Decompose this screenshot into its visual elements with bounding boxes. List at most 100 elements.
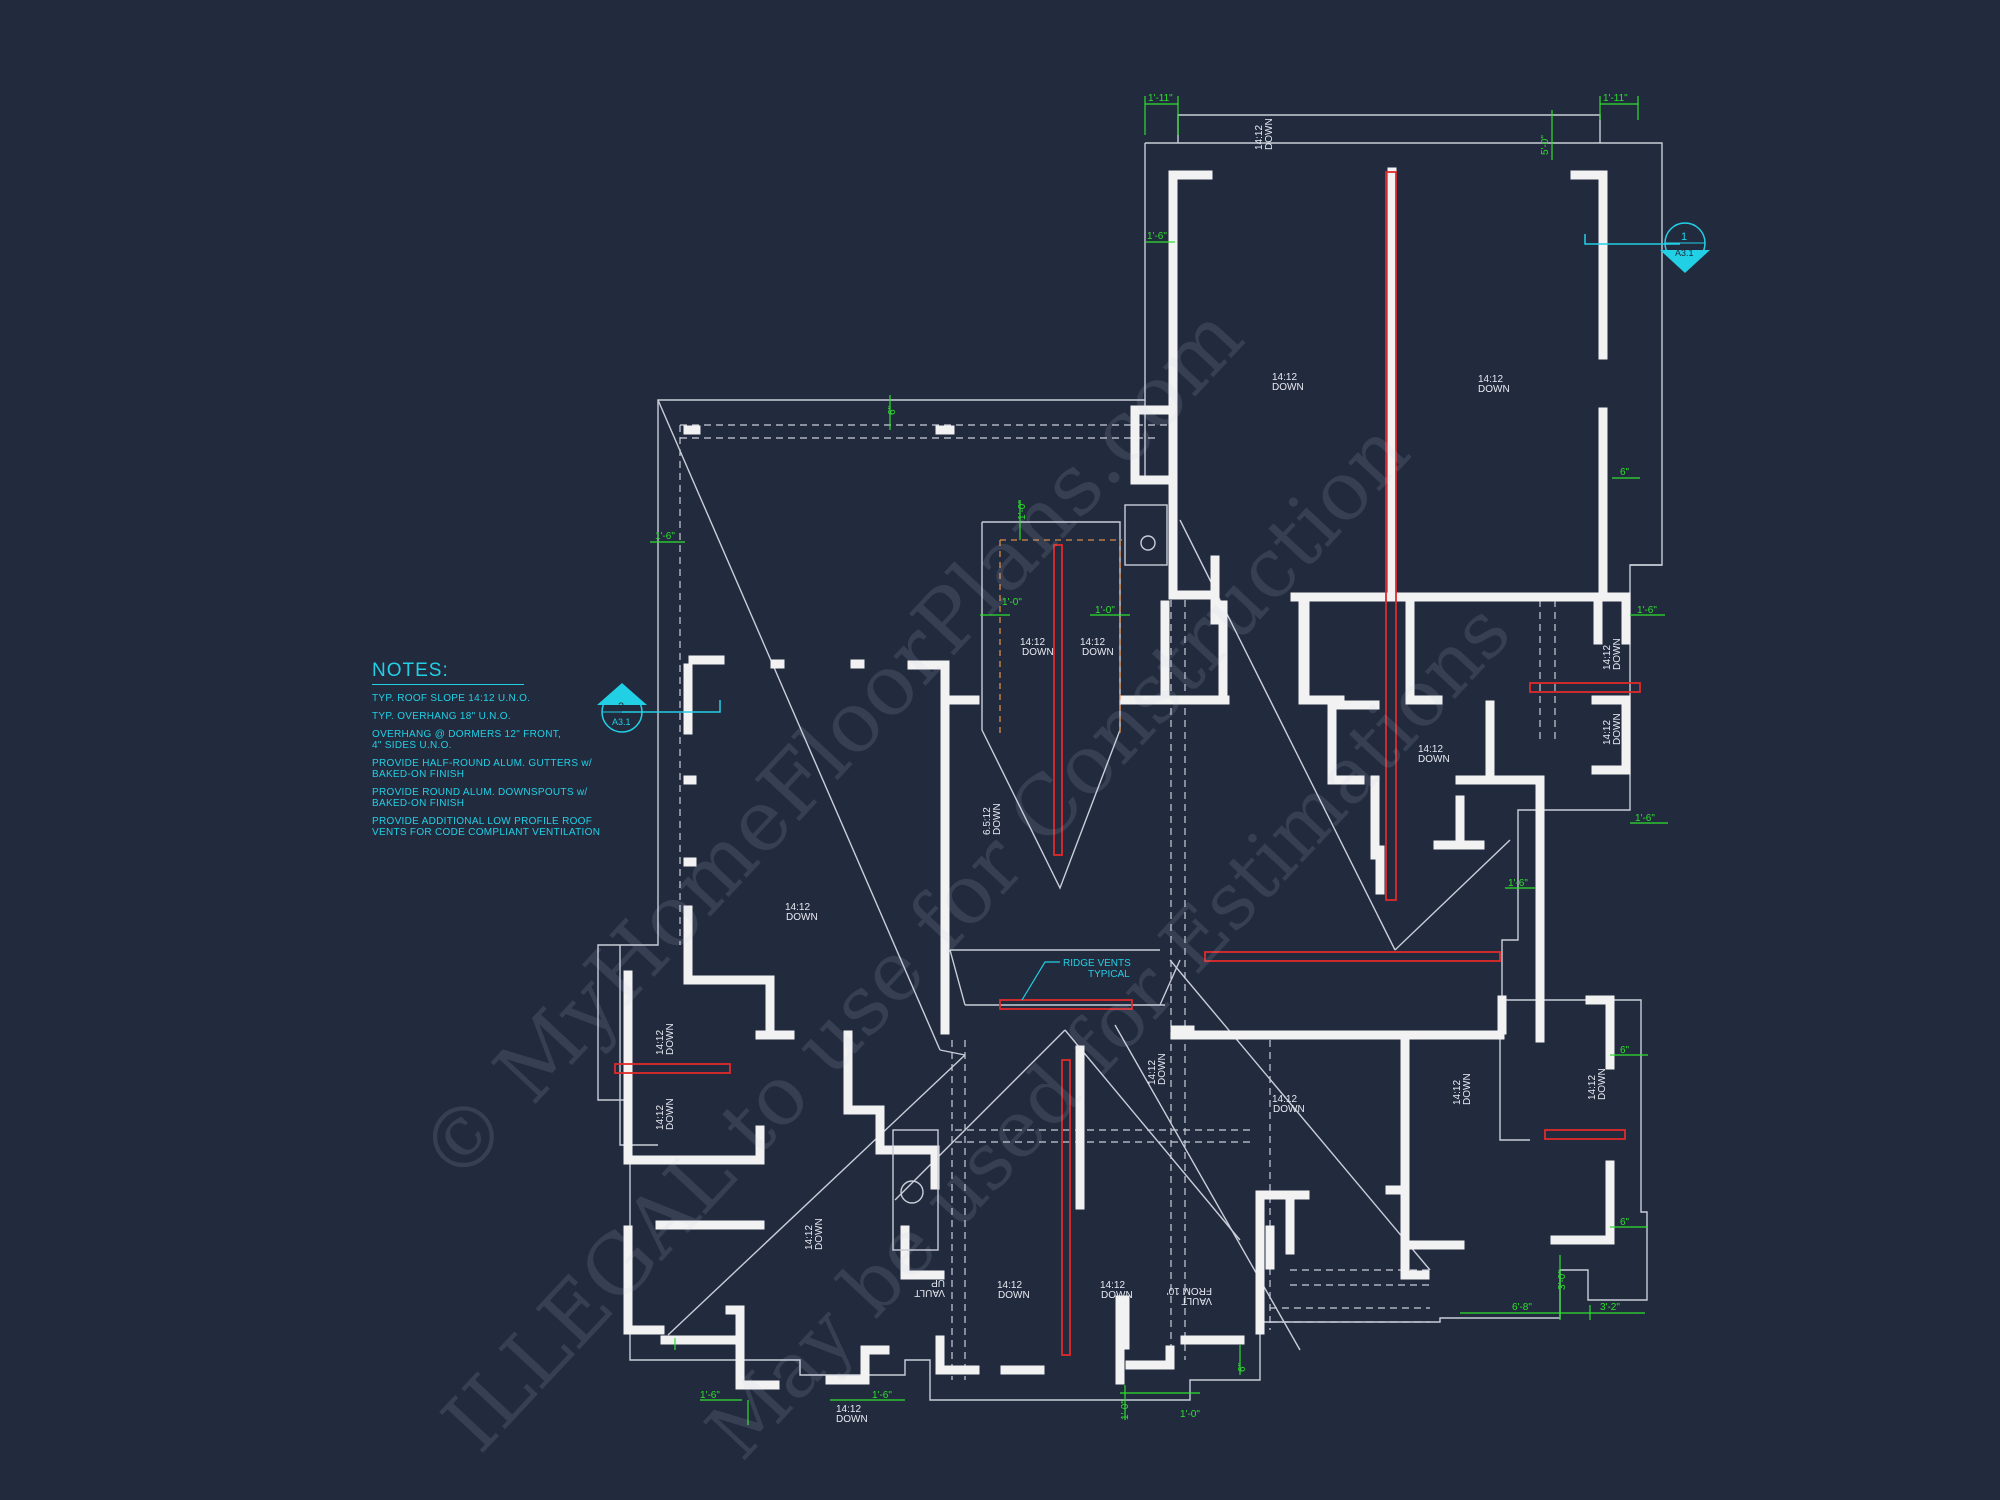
svg-text:A3.1: A3.1 bbox=[612, 717, 631, 727]
dim-label: 1'-11" bbox=[1603, 93, 1628, 104]
dimension-lines bbox=[650, 96, 1668, 1425]
svg-text:DOWN: DOWN bbox=[786, 912, 818, 923]
slope-arrow: 14:12 DOWN bbox=[1272, 372, 1304, 393]
slope-arrow: 14:12 DOWN bbox=[655, 1023, 676, 1055]
dim-label: 1'-0" bbox=[1120, 1400, 1131, 1420]
ridge-vents-callout: RIDGE VENTS TYPICAL bbox=[1021, 958, 1131, 1001]
svg-text:6.5:12: 6.5:12 bbox=[982, 807, 993, 835]
svg-text:VAULT: VAULT bbox=[914, 1287, 945, 1298]
section-marker-2: 2 A3.1 bbox=[597, 683, 721, 733]
svg-text:DOWN: DOWN bbox=[1022, 647, 1054, 658]
svg-text:DOWN: DOWN bbox=[665, 1098, 676, 1130]
svg-text:14:12: 14:12 bbox=[804, 1225, 815, 1250]
svg-text:DOWN: DOWN bbox=[992, 803, 1003, 835]
vault-label: VAULT UP bbox=[914, 1277, 945, 1298]
dim-label: 1'-0" bbox=[1017, 500, 1028, 520]
svg-text:14:12: 14:12 bbox=[1587, 1075, 1598, 1100]
slope-arrow: 14:12 DOWN bbox=[1478, 374, 1510, 395]
slope-arrow: 14:12 DOWN bbox=[1080, 637, 1114, 658]
svg-text:DOWN: DOWN bbox=[1418, 754, 1450, 765]
dim-label: 3'-0" bbox=[1557, 1270, 1568, 1290]
notes-panel: NOTES: TYP. ROOF SLOPE 14:12 U.N.O. TYP.… bbox=[372, 660, 632, 845]
svg-text:14:12: 14:12 bbox=[1100, 1280, 1125, 1291]
svg-text:DOWN: DOWN bbox=[1101, 1290, 1133, 1301]
svg-text:DOWN: DOWN bbox=[1462, 1073, 1473, 1105]
dim-label: 3'-2" bbox=[1600, 1302, 1620, 1313]
svg-text:14:12: 14:12 bbox=[1080, 637, 1105, 648]
svg-text:14:12: 14:12 bbox=[1020, 637, 1045, 648]
slope-arrow: 14:12 DOWN bbox=[1020, 637, 1054, 658]
svg-text:DOWN: DOWN bbox=[1082, 647, 1114, 658]
dim-label: 1'-6" bbox=[1635, 813, 1655, 824]
slope-arrow: 14:12 DOWN bbox=[1100, 1280, 1133, 1301]
slope-arrow: 14:12 DOWN bbox=[1602, 638, 1623, 670]
svg-text:UP: UP bbox=[931, 1277, 945, 1288]
dim-label: 1'-6" bbox=[1637, 605, 1657, 616]
note-item: TYP. ROOF SLOPE 14:12 U.N.O. bbox=[372, 693, 531, 704]
dim-label: 6" bbox=[1620, 1045, 1630, 1056]
note-item: PROVIDE HALF-ROUND ALUM. GUTTERS w/ BAKE… bbox=[372, 758, 592, 780]
slope-arrow: 14:12 DOWN bbox=[1418, 744, 1450, 765]
dim-label: 6" bbox=[1237, 1362, 1248, 1372]
slope-arrow: 6.5:12 DOWN bbox=[982, 803, 1003, 835]
slope-arrow-top: 14:12 DOWN bbox=[1254, 118, 1275, 150]
svg-text:14:12: 14:12 bbox=[1602, 720, 1613, 745]
svg-text:DOWN: DOWN bbox=[1612, 638, 1623, 670]
svg-text:14:12: 14:12 bbox=[1272, 372, 1297, 383]
svg-text:FROM 10': FROM 10' bbox=[1167, 1285, 1212, 1296]
dim-label: 5'-0" bbox=[1540, 135, 1551, 155]
svg-text:DOWN: DOWN bbox=[665, 1023, 676, 1055]
svg-text:A3.1: A3.1 bbox=[1675, 248, 1694, 258]
exterior-walls bbox=[623, 167, 1631, 1390]
slope-arrow: 14:12 DOWN bbox=[1452, 1073, 1473, 1105]
dim-label: 1'-11" bbox=[1148, 93, 1173, 104]
chimney bbox=[892, 504, 1168, 1251]
ridge-vents-label: RIDGE VENTS bbox=[1063, 958, 1131, 969]
svg-text:14:12: 14:12 bbox=[1602, 645, 1613, 670]
notes-title: NOTES: bbox=[372, 660, 524, 685]
ridge-vents bbox=[614, 171, 1641, 1356]
dim-label: 6" bbox=[1620, 467, 1630, 478]
svg-text:DOWN: DOWN bbox=[1157, 1053, 1168, 1085]
note-item: OVERHANG @ DORMERS 12" FRONT, 4" SIDES U… bbox=[372, 729, 562, 751]
svg-text:14:12: 14:12 bbox=[785, 902, 810, 913]
slope-arrow: 14:12 DOWN bbox=[785, 902, 818, 923]
svg-text:DOWN: DOWN bbox=[836, 1414, 868, 1425]
slope-arrow: 14:12 DOWN bbox=[1147, 1053, 1168, 1085]
svg-text:14:12: 14:12 bbox=[997, 1280, 1022, 1291]
ridge-vents-label: TYPICAL bbox=[1088, 969, 1130, 980]
svg-text:14:12: 14:12 bbox=[1418, 744, 1443, 755]
svg-text:14:12: 14:12 bbox=[1452, 1080, 1463, 1105]
section-marker-1: 1 A3.1 bbox=[1584, 222, 1710, 273]
slope-arrow: 14:12 DOWN bbox=[1602, 713, 1623, 745]
slope-arrow: 14:12 DOWN bbox=[1272, 1094, 1305, 1115]
dim-label: 1'-6" bbox=[700, 1390, 720, 1401]
vault-label: VAULT FROM 10' bbox=[1167, 1285, 1212, 1306]
svg-text:DOWN: DOWN bbox=[1264, 118, 1275, 150]
dim-label: 6" bbox=[887, 405, 898, 415]
wall-dashed-lines bbox=[679, 424, 1556, 1380]
roof-outline bbox=[597, 114, 1663, 1401]
dim-label: 1'-6" bbox=[1508, 878, 1528, 889]
svg-text:14:12: 14:12 bbox=[1147, 1060, 1158, 1085]
dim-label: 1'-6" bbox=[872, 1390, 892, 1401]
dim-label: 6" bbox=[1620, 1217, 1630, 1228]
dim-label: 1'-0" bbox=[1002, 597, 1022, 608]
svg-text:VAULT: VAULT bbox=[1181, 1295, 1212, 1306]
dim-label: 6'-8" bbox=[1512, 1302, 1532, 1313]
svg-text:1: 1 bbox=[1681, 231, 1687, 243]
svg-text:DOWN: DOWN bbox=[1597, 1068, 1608, 1100]
slope-arrow: 14:12 DOWN bbox=[655, 1098, 676, 1130]
svg-text:14:12: 14:12 bbox=[655, 1030, 666, 1055]
svg-text:14:12: 14:12 bbox=[1272, 1094, 1297, 1105]
svg-text:DOWN: DOWN bbox=[1272, 382, 1304, 393]
svg-text:14:12: 14:12 bbox=[1254, 125, 1265, 150]
svg-text:14:12: 14:12 bbox=[655, 1105, 666, 1130]
dim-label: 1'-0" bbox=[1180, 1409, 1200, 1420]
slope-arrow: 14:12 DOWN bbox=[836, 1404, 868, 1425]
svg-text:14:12: 14:12 bbox=[836, 1404, 861, 1415]
note-item: TYP. OVERHANG 18" U.N.O. bbox=[372, 711, 511, 722]
svg-text:DOWN: DOWN bbox=[998, 1290, 1030, 1301]
svg-text:2: 2 bbox=[618, 701, 624, 713]
slope-arrow: 14:12 DOWN bbox=[1587, 1068, 1608, 1100]
